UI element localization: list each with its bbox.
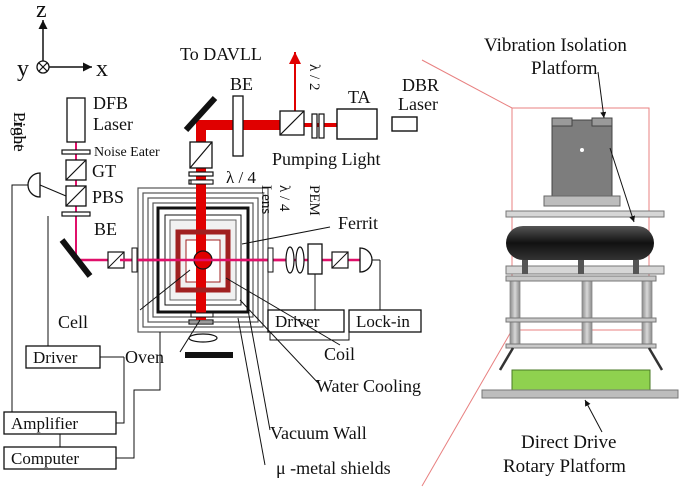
label-light: Light <box>10 112 29 149</box>
middle-plate <box>505 265 665 275</box>
label-dbr-line2: Laser <box>398 94 438 114</box>
label-dfb-line2: Laser <box>93 114 133 134</box>
label-mu-metal: μ -metal shields <box>276 458 391 478</box>
probe-optics <box>27 97 125 278</box>
upper-plate <box>505 210 665 218</box>
label-ddrp-line2: Rotary Platform <box>503 456 626 477</box>
label-driver-right: Driver <box>275 312 320 331</box>
coordinate-axes: z y x <box>17 0 108 82</box>
label-to-davll: To DAVLL <box>180 44 262 64</box>
ta-box <box>336 108 378 140</box>
label-amplifier: Amplifier <box>11 414 78 433</box>
label-be-top: BE <box>230 74 253 94</box>
label-computer: Computer <box>11 449 79 468</box>
label-oven: Oven <box>125 347 164 367</box>
label-lock-in: Lock-in <box>356 312 410 331</box>
platform-assembly <box>481 71 679 433</box>
quarter-wave-plate-top <box>188 171 214 177</box>
driver-right-box <box>267 309 345 333</box>
label-ferrit: Ferrit <box>338 213 378 233</box>
label-pbs: PBS <box>92 187 124 207</box>
base-plate <box>481 389 679 399</box>
green-rotary-stage <box>511 369 651 391</box>
electronics <box>3 184 422 470</box>
dfb-laser-box <box>66 97 86 143</box>
label-dfb-line1: DFB <box>93 93 128 113</box>
label-driver-left: Driver <box>33 348 78 367</box>
axis-label-x: x <box>96 56 108 82</box>
label-coil: Coil <box>324 344 355 364</box>
label-vacuum-wall: Vacuum Wall <box>270 423 367 443</box>
beam-dump <box>185 352 233 358</box>
quarter-wave-plate-right <box>285 246 295 274</box>
label-pem: PEM <box>306 185 322 216</box>
window-right <box>267 247 274 273</box>
be-left-plate <box>61 211 91 217</box>
label-vib-iso-line2: Platform <box>531 58 598 79</box>
pump-optics <box>183 95 418 358</box>
axis-label-z: z <box>36 0 47 23</box>
axis-label-y: y <box>17 56 29 82</box>
window-left <box>131 247 138 273</box>
pem-box <box>307 243 323 275</box>
label-ddrp-line1: Direct Drive <box>521 432 616 453</box>
label-dbr-line1: DBR <box>402 75 439 95</box>
highlight-box <box>511 107 650 331</box>
lock-in-box <box>348 309 422 333</box>
label-probe: Probe <box>10 112 29 152</box>
dbr-laser-box <box>391 116 418 132</box>
label-vib-iso-line1: Vibration Isolation <box>484 35 627 56</box>
half-wave-plate <box>311 113 318 139</box>
probe-mirror <box>59 238 93 278</box>
perspective-lines <box>421 59 513 487</box>
shield-assembly <box>120 179 286 333</box>
probe-detection-optics <box>285 243 381 310</box>
lens-right <box>295 246 305 274</box>
label-quarter-wave-top: λ / 4 <box>226 168 256 187</box>
setup-labels: To DAVLL BE λ / 2 TA DBR Laser DFB Laser… <box>10 44 439 478</box>
left-photodetector <box>27 172 41 198</box>
apparatus-block <box>551 119 613 197</box>
air-cushion <box>506 226 654 260</box>
be-top-optic <box>232 95 244 157</box>
bottom-lens <box>188 333 218 343</box>
leader-lines <box>139 226 341 466</box>
label-water-cooling: Water Cooling <box>316 376 421 396</box>
label-lens: Lens <box>258 185 274 214</box>
platform-labels: Vibration Isolation Platform Direct Driv… <box>484 35 627 477</box>
pump-mirror <box>183 95 218 133</box>
label-half-wave: λ / 2 <box>306 64 322 90</box>
right-photodetector <box>359 247 373 273</box>
label-ta: TA <box>348 87 371 107</box>
noise-eater-plate <box>61 149 91 155</box>
label-quarter-wave-lens-1: λ / 4 <box>276 185 292 212</box>
label-gt: GT <box>92 161 116 181</box>
label-noise-eater: Noise Eater <box>94 145 160 160</box>
label-be-left: BE <box>94 219 117 239</box>
label-cell: Cell <box>58 312 88 332</box>
label-pumping-light: Pumping Light <box>272 149 381 169</box>
